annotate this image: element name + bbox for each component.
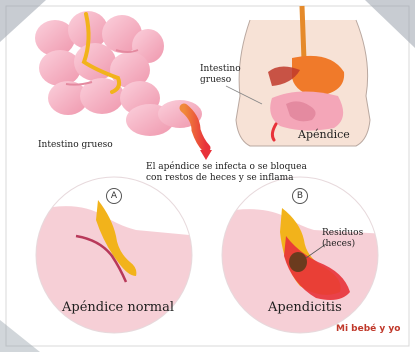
label-intestino-grueso-left: Intestino grueso [38, 140, 113, 151]
label-apendicitis: Apendicitis [268, 300, 342, 315]
waste-blob [289, 252, 307, 272]
brand-logo: Mi bebé y yo [336, 324, 400, 334]
label-intestino-grueso-right: Intestino grueso [200, 64, 241, 86]
caption-appendix-inflamed: El apéndice se infecta o se bloquea con … [146, 162, 307, 184]
label-apendice: Apéndice [298, 128, 350, 141]
label-apendice-normal: Apéndice normal [62, 300, 174, 315]
circle-label-a: A [106, 188, 122, 204]
torso-illustration [236, 6, 370, 146]
label-residuos: Residuos (heces) [322, 228, 363, 250]
circle-label-b: B [292, 188, 308, 204]
